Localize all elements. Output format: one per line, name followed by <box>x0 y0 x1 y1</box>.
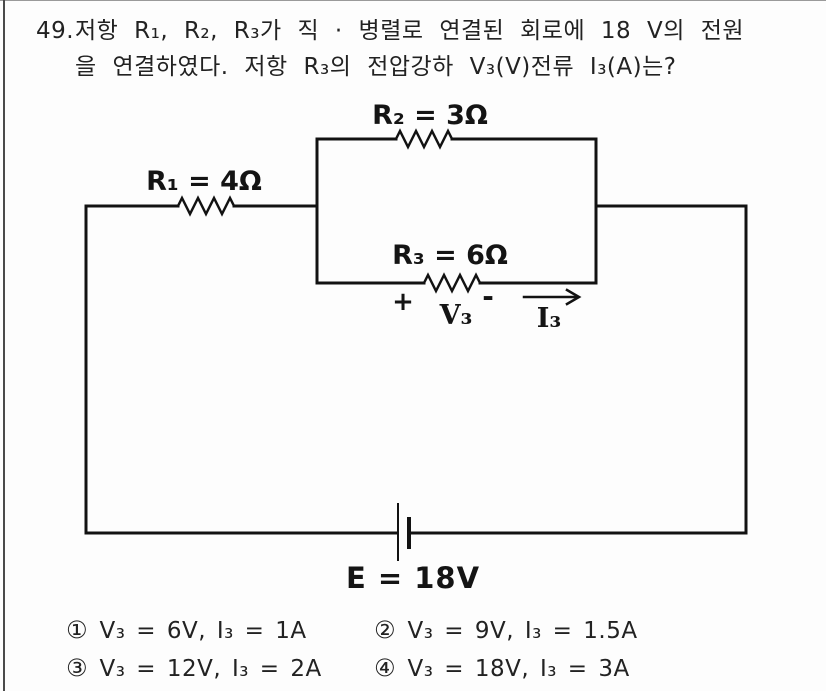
choice-2-marker: ② <box>374 616 396 644</box>
v3-minus-sign: - <box>482 280 494 313</box>
v3-voltage-label: V₃ <box>439 300 473 331</box>
choice-3-text: V₃ = 12V, I₃ = 2A <box>99 656 322 682</box>
question-line-2: 을 연결하였다. 저항 R₃의 전압강하 V₃(V)전류 I₃(A)는? <box>75 54 677 80</box>
page-top-border <box>0 0 826 1</box>
choice-2-text: V₃ = 9V, I₃ = 1.5A <box>407 618 638 644</box>
choice-4-marker: ④ <box>374 654 396 682</box>
choice-1-marker: ① <box>66 616 88 644</box>
choice-4: ④ V₃ = 18V, I₃ = 3A <box>374 654 630 682</box>
source-voltage-label: E = 18V <box>345 561 481 595</box>
r3-value-label: R₃ = 6Ω <box>392 240 508 271</box>
question-line-1: 저항 R₁, R₂, R₃가 직 · 병렬로 연결된 회로에 18 V의 전원 <box>75 18 745 44</box>
v3-plus-sign: + <box>392 287 414 317</box>
i3-current-label: I₃ <box>536 303 562 334</box>
choice-1: ① V₃ = 6V, I₃ = 1A <box>66 616 307 644</box>
choice-3-marker: ③ <box>66 654 88 682</box>
choice-4-text: V₃ = 18V, I₃ = 3A <box>407 656 630 682</box>
choice-3: ③ V₃ = 12V, I₃ = 2A <box>66 654 322 682</box>
current-arrow-icon <box>522 288 582 306</box>
wire-outer-left <box>84 204 399 535</box>
resistor-r3-symbol <box>422 272 482 294</box>
choice-1-text: V₃ = 6V, I₃ = 1A <box>99 618 307 644</box>
r1-value-label: R₁ = 4Ω <box>146 166 262 197</box>
choice-2: ② V₃ = 9V, I₃ = 1.5A <box>374 616 638 644</box>
page-left-border <box>3 0 5 691</box>
resistor-r1-symbol <box>176 195 236 217</box>
battery-symbol <box>397 503 411 561</box>
question-number: 49. <box>36 18 75 44</box>
r2-value-label: R₂ = 3Ω <box>372 100 488 131</box>
resistor-r2-symbol <box>394 128 454 150</box>
wire-outer-right <box>408 204 748 535</box>
